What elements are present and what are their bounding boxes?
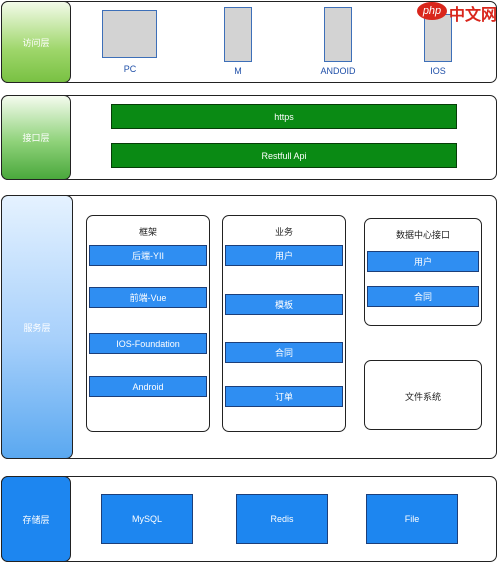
business-item: 订单 bbox=[225, 386, 343, 407]
storage-layer-label: 存储层 bbox=[1, 476, 71, 562]
data-center-title: 数据中心接口 bbox=[395, 230, 450, 240]
pc-device bbox=[102, 10, 157, 58]
file-store: File bbox=[366, 494, 458, 544]
framework-title: 框架 bbox=[138, 227, 157, 237]
business-title: 业务 bbox=[274, 227, 293, 237]
interface-layer-label: 接口层 bbox=[1, 95, 71, 180]
android-device bbox=[324, 7, 352, 62]
framework-item: 前端-Vue bbox=[89, 287, 207, 308]
business-item: 模板 bbox=[225, 294, 343, 315]
pc-label: PC bbox=[123, 64, 137, 74]
watermark-text: 中文网 bbox=[449, 7, 498, 24]
data-center-panel bbox=[364, 218, 482, 326]
data-center-item: 合同 bbox=[367, 286, 479, 307]
mobile-label: M bbox=[234, 66, 242, 76]
data-center-item: 用户 bbox=[367, 251, 479, 272]
restful-api-bar: Restfull Api bbox=[111, 143, 457, 168]
redis-store: Redis bbox=[236, 494, 328, 544]
https-bar: https bbox=[111, 104, 457, 129]
framework-item: IOS-Foundation bbox=[89, 333, 207, 354]
service-layer-label: 服务层 bbox=[1, 195, 73, 459]
file-system-panel bbox=[364, 360, 482, 430]
watermark-logo: php bbox=[417, 2, 447, 20]
business-item: 用户 bbox=[225, 245, 343, 266]
framework-item: 后端-YII bbox=[89, 245, 207, 266]
business-item: 合同 bbox=[225, 342, 343, 363]
ios-device bbox=[424, 14, 452, 62]
ios-label: IOS bbox=[430, 66, 446, 76]
file-system-title: 文件系统 bbox=[404, 392, 441, 402]
framework-item: Android bbox=[89, 376, 207, 397]
android-label: ANDOID bbox=[320, 66, 356, 76]
access-layer-label: 访问层 bbox=[1, 1, 71, 83]
mysql-store: MySQL bbox=[101, 494, 193, 544]
mobile-device bbox=[224, 7, 252, 62]
